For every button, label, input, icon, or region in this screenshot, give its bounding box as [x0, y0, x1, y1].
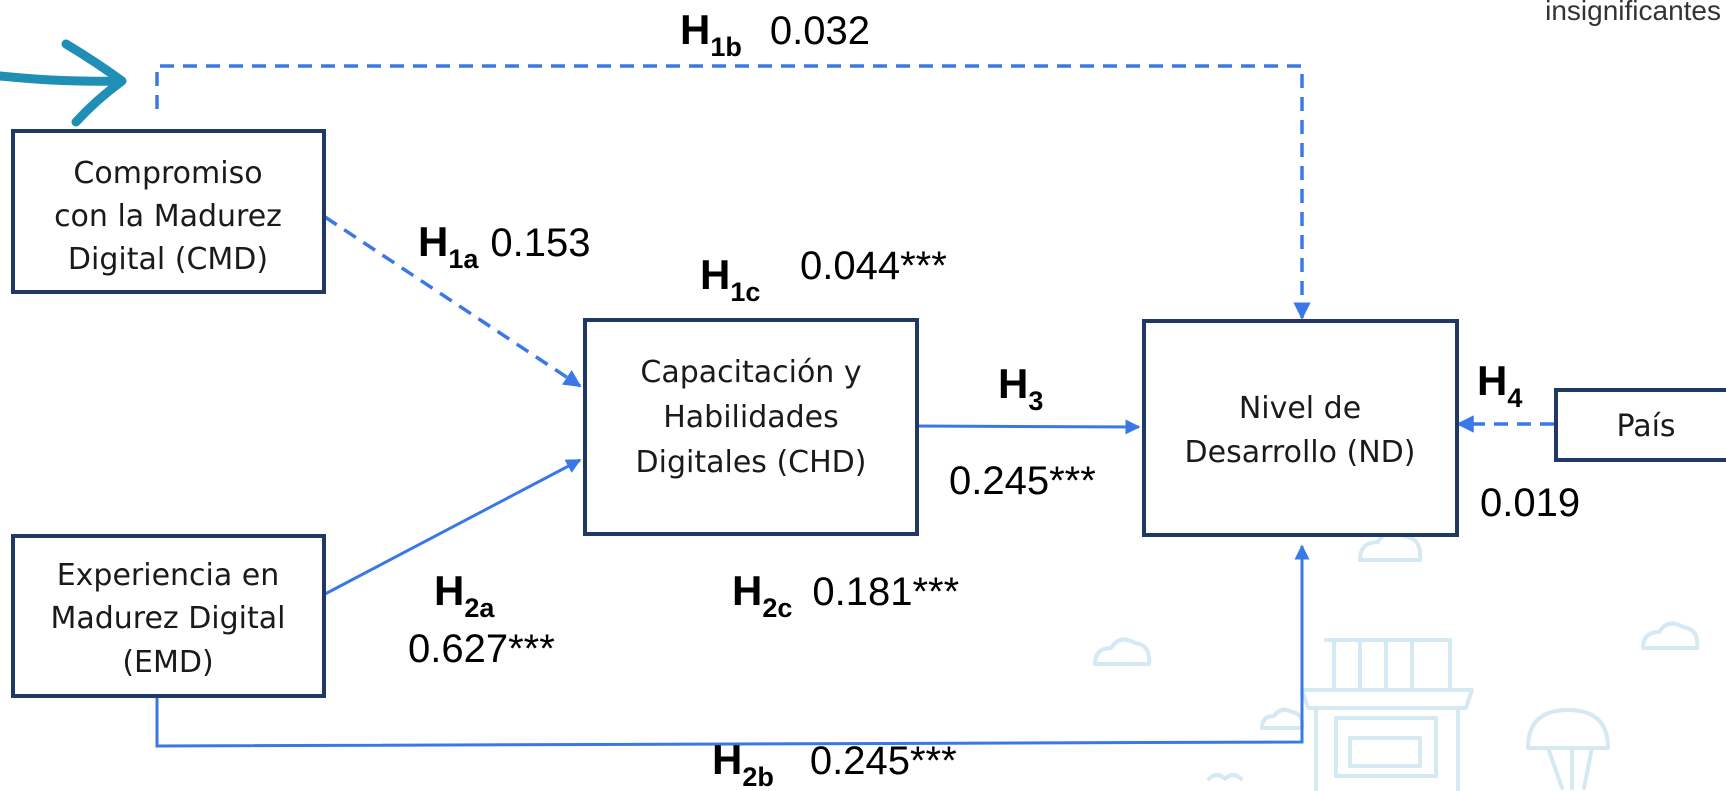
node-emd-line-3: (EMD) [122, 645, 213, 680]
edge-h1a-cmd-to-chd [324, 215, 582, 388]
h1c-label: H1c [700, 251, 760, 307]
legend-note: insignificantes [1545, 0, 1721, 26]
h4-coefficient: 0.019 [1480, 481, 1580, 525]
node-emd-line-2: Madurez Digital [50, 601, 285, 636]
storefront-decoration-icon [1093, 530, 1700, 791]
h2a-label: H2a [434, 567, 495, 623]
h2a-coefficient: 0.627*** [408, 627, 555, 671]
node-chd-line-3: Digitales (CHD) [636, 445, 867, 480]
edge-h3-chd-to-nd [917, 419, 1141, 435]
h4-label: H4 [1477, 357, 1522, 413]
node-cmd-line-2: con la Madurez [54, 199, 282, 234]
node-nd-line-1: Nivel de [1239, 391, 1361, 426]
node-nd-line-2: Desarrollo (ND) [1185, 435, 1416, 470]
hand-drawn-arrow-icon [0, 39, 127, 127]
node-cmd-line-3: Digital (CMD) [68, 242, 268, 277]
edge-h1b-cmd-to-nd [155, 64, 1311, 320]
node-chd: Capacitación y Habilidades Digitales (CH… [583, 318, 919, 536]
node-chd-line-1: Capacitación y [640, 355, 861, 390]
node-nd: Nivel de Desarrollo (ND) [1142, 319, 1459, 537]
h1c-coefficient: 0.044*** [800, 244, 947, 288]
node-cmd: Compromiso con la Madurez Digital (CMD) [11, 129, 326, 294]
node-emd-line-1: Experiencia en [57, 558, 280, 593]
h3-label: H3 [998, 360, 1043, 416]
edge-h2a-emd-to-chd [324, 458, 582, 596]
node-pais: País [1554, 388, 1726, 462]
h3-coefficient: 0.245*** [949, 459, 1096, 503]
node-cmd-line-1: Compromiso [73, 156, 262, 191]
node-emd: Experiencia en Madurez Digital (EMD) [11, 534, 326, 698]
node-chd-line-2: Habilidades [663, 400, 839, 435]
edge-h2b-emd-to-nd [155, 544, 1310, 748]
node-pais-label: País [1616, 409, 1675, 444]
